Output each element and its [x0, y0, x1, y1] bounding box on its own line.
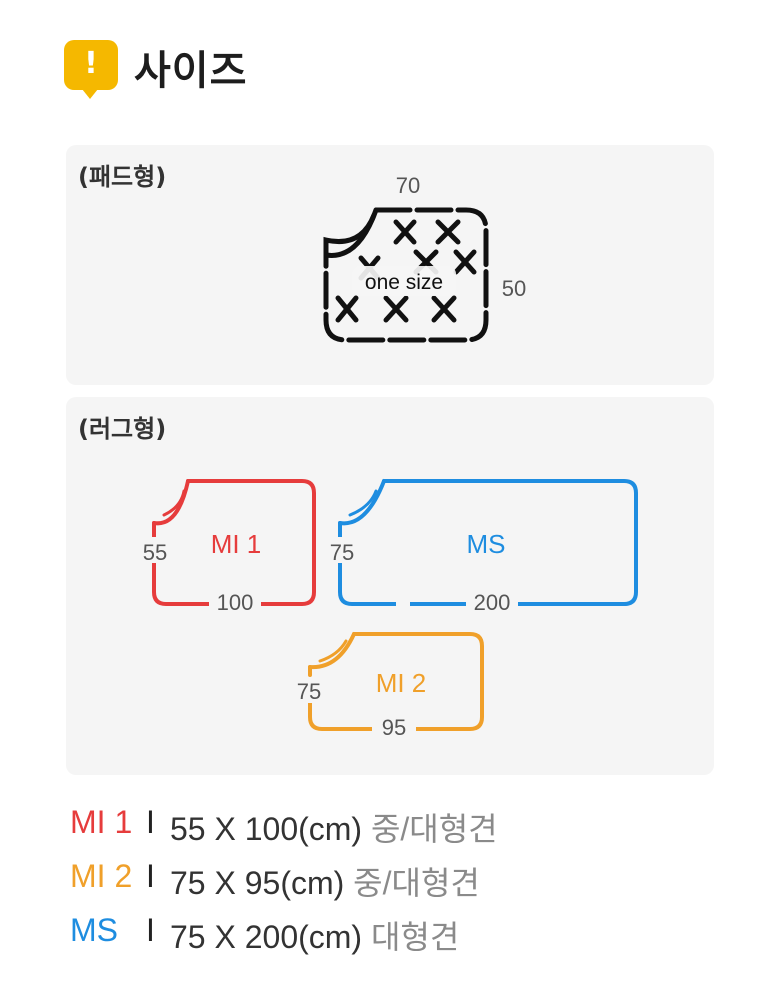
pad-width-label: 70 — [396, 173, 420, 198]
pad-diagram: 70 50 one size — [323, 173, 526, 343]
pad-type-label: (패드형) — [78, 163, 167, 191]
spec-separator: I — [146, 912, 155, 948]
rug-type-panel: (러그형) 55 100 MI 1 75 200 MS — [66, 397, 714, 775]
rug-mi2-name: MI 2 — [376, 668, 427, 698]
pad-type-panel: (패드형) 70 50 one size — [66, 145, 714, 385]
spec-code: MS — [70, 912, 118, 948]
rug-ms-height-label: 75 — [330, 540, 354, 565]
spec-separator: I — [146, 858, 155, 894]
rug-ms-name: MS — [467, 529, 506, 559]
rug-diagrams: 55 100 MI 1 75 200 MS 75 95 MI 2 — [136, 479, 638, 741]
rug-mi1-mat — [152, 479, 316, 606]
spec-use: 중/대형견 — [353, 865, 480, 901]
rug-mi1-width-label: 100 — [217, 590, 254, 615]
rug-mi2-mat — [308, 632, 484, 731]
rug-type-label: (러그형) — [78, 415, 167, 443]
spec-code: MI 2 — [70, 858, 133, 894]
pad-mat-icon: one size — [323, 207, 489, 343]
page-title: 사이즈 — [134, 48, 248, 94]
spec-use: 대형견 — [370, 919, 460, 955]
rug-mi2-width-label: 95 — [382, 715, 406, 740]
rug-mi1-height-label: 55 — [143, 540, 167, 565]
spec-dimensions: 55 X 100(cm) 중/대형견 — [170, 811, 498, 847]
rug-mi1-name: MI 1 — [211, 529, 262, 559]
rug-ms-mat — [338, 479, 638, 606]
rug-ms-width-label: 200 — [474, 590, 511, 615]
spec-use: 중/대형견 — [370, 811, 498, 847]
pad-height-label: 50 — [502, 276, 526, 301]
spec-dimensions: 75 X 95(cm) 중/대형견 — [170, 865, 480, 901]
rug-mi2-height-label: 75 — [297, 679, 321, 704]
pad-one-size-label: one size — [365, 271, 443, 294]
spec-dimensions: 75 X 200(cm) 대형견 — [170, 919, 460, 955]
spec-separator: I — [146, 804, 155, 840]
spec-code: MI 1 — [70, 804, 133, 840]
exclamation-icon: ! — [64, 40, 118, 99]
